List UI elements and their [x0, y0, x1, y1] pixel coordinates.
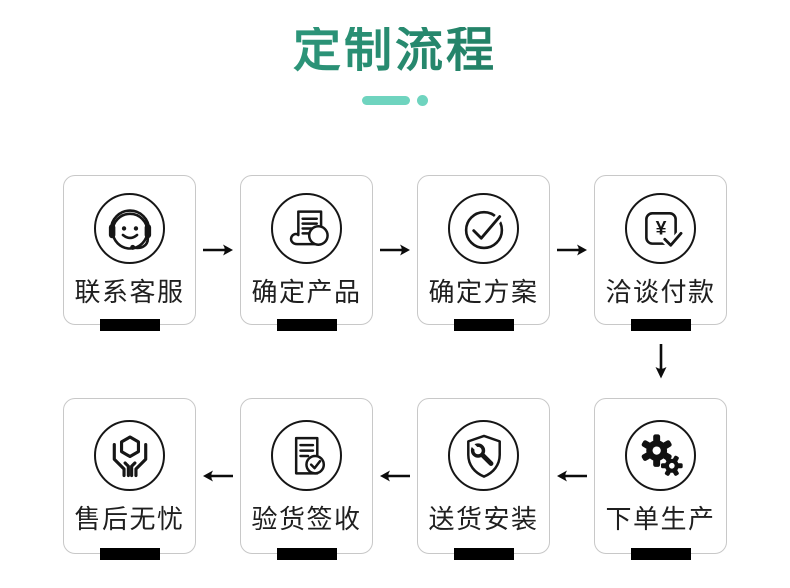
- hands-hexagon-icon: [94, 420, 165, 491]
- headset-smiley-icon: [94, 193, 165, 264]
- flow-arrow-left-icon: [196, 398, 240, 554]
- flow-arrow-right-icon: [196, 175, 240, 325]
- gears-icon: [625, 420, 696, 491]
- step-underline-bar: [453, 319, 514, 331]
- step-card-confirm-plan: 确定方案: [417, 175, 550, 331]
- step-underline-bar: [630, 548, 691, 560]
- process-row-bottom: 售后无忧 验货签收: [0, 398, 790, 560]
- step-label: 送货安装: [428, 504, 539, 534]
- underline-pill: [362, 95, 410, 105]
- step-underline-bar: [99, 548, 160, 560]
- step-label: 确定产品: [251, 277, 362, 307]
- title-underline: [0, 94, 790, 106]
- step-underline-bar: [99, 319, 160, 331]
- step-underline-bar: [453, 548, 514, 560]
- flow-arrow-right-icon: [373, 175, 417, 325]
- underline-dot: [417, 94, 428, 106]
- step-label: 售后无忧: [74, 504, 185, 534]
- step-label: 验货签收: [251, 504, 362, 534]
- step-card-inspect-sign: 验货签收: [240, 398, 373, 560]
- page-title: 定制流程: [0, 27, 790, 75]
- yuan-symbol: ¥: [655, 217, 666, 239]
- flow-arrow-down-icon: [594, 327, 727, 396]
- step-card-confirm-product: 确定产品: [240, 175, 373, 331]
- step-label: 确定方案: [428, 277, 539, 307]
- step-card-aftersales: 售后无忧: [63, 398, 196, 560]
- step-card-delivery-install: 送货安装: [417, 398, 550, 560]
- flow-arrow-right-icon: [550, 175, 594, 325]
- step-card-contact-service: 联系客服: [63, 175, 196, 331]
- step-underline-bar: [276, 319, 337, 331]
- step-underline-bar: [276, 548, 337, 560]
- shield-wrench-icon: [448, 420, 519, 491]
- document-magnifier-icon: [271, 193, 342, 264]
- step-card-negotiate-payment: ¥ 洽谈付款: [594, 175, 727, 331]
- step-label: 下单生产: [605, 504, 716, 534]
- step-label: 洽谈付款: [605, 277, 716, 307]
- document-check-icon: [271, 420, 342, 491]
- flow-arrow-left-icon: [550, 398, 594, 554]
- step-card-order-production: 下单生产: [594, 398, 727, 560]
- check-circle-icon: [448, 193, 519, 264]
- flow-arrow-left-icon: [373, 398, 417, 554]
- step-label: 联系客服: [74, 277, 185, 307]
- process-row-top: 联系客服 确定产品: [0, 175, 790, 331]
- payment-check-icon: ¥: [625, 193, 696, 264]
- step-underline-bar: [630, 319, 691, 331]
